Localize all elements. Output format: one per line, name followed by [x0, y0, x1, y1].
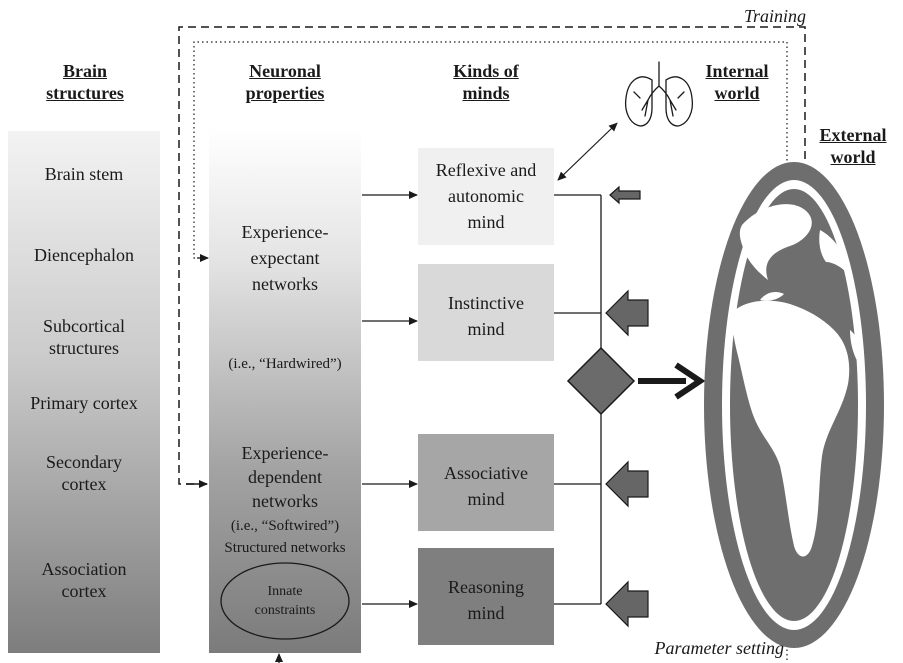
globe-icon [704, 162, 884, 648]
experience-expectant-label: Experience- expectant networks [241, 222, 329, 294]
association-cortex-label: Association cortex [41, 559, 127, 601]
input-arrow-small [609, 185, 641, 205]
reflexive-mind-label: Reflexive and autonomic mind [435, 160, 537, 232]
innate-constraints-label: Innate constraints [254, 584, 316, 618]
secondary-cortex-label: Secondary cortex [46, 452, 122, 494]
input-arrow-2 [605, 460, 649, 508]
subcortical-structures-label: Subcortical structures [43, 316, 125, 358]
brain-structures-header: Brain structures [46, 61, 124, 103]
neuronal-properties-column [209, 128, 361, 653]
input-arrow-3 [605, 580, 649, 628]
lungs-icon [624, 61, 694, 127]
instinctive-mind-label: Instinctive mind [448, 293, 524, 339]
diamond-icon [566, 346, 636, 416]
diencephalon-label: Diencephalon [34, 245, 134, 265]
neuronal-properties-header: Neuronal properties [245, 61, 325, 103]
structured-networks-label: Structured networks [224, 540, 346, 556]
reasoning-mind-label: Reasoning mind [448, 577, 524, 623]
internal-world-header: Internal world [705, 61, 769, 103]
kinds-of-minds-header: Kinds of minds [453, 61, 519, 103]
parameter-loop [193, 41, 788, 660]
primary-cortex-label: Primary cortex [30, 393, 138, 413]
hardwired-label: (i.e., “Hardwired”) [228, 356, 342, 372]
instinctive-mind-box [418, 264, 554, 361]
brain-stem-label: Brain stem [44, 164, 124, 184]
reflexive-mind-box [418, 148, 554, 245]
softwired-label: (i.e., “Softwired”) [230, 518, 340, 534]
innate-constraints-ellipse [220, 562, 350, 640]
parameter-setting-label: Parameter setting [654, 638, 784, 658]
brain-structures-column [8, 131, 160, 653]
associative-mind-box [418, 434, 554, 531]
experience-dependent-label: Experience- dependent networks [241, 443, 329, 511]
reasoning-mind-box [418, 548, 554, 645]
external-world-header: External world [819, 125, 887, 167]
input-arrow-1 [605, 289, 649, 337]
training-label: Training [743, 6, 806, 26]
associative-mind-label: Associative mind [444, 463, 528, 509]
